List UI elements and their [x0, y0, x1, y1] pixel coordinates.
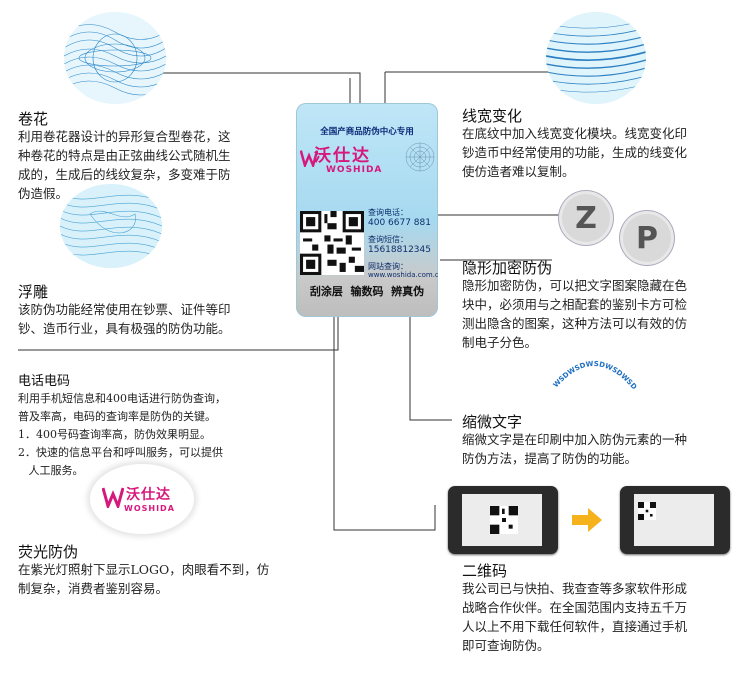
relief-pattern-circle: [60, 184, 162, 268]
woshida-logo-icon: [102, 487, 124, 508]
suowei-desc: 缩微文字是在印刷中加入防伪元素的一种 防伪方法，提高了防伪的功能。: [462, 430, 747, 468]
hidden-letter-z: Z: [562, 194, 610, 242]
label-sms-number: 15618812345: [368, 245, 431, 255]
anti-counterfeit-label: 全国产商品防伪中心专用 沃仕达 WOSHIDA 查询电话： 400 6677 8…: [296, 103, 438, 317]
dianhua-title: 电话电码: [18, 374, 71, 389]
label-header: 全国产商品防伪中心专用: [320, 127, 414, 137]
xiankuan-desc: 在底纹中加入线宽变化模块。线宽变化印 钞造币中经常使用的功能，生成的线变化 使仿…: [462, 124, 747, 181]
juanhua-desc-line: 成的，生成后的线纹复杂，多变难于防: [18, 167, 231, 182]
phone-scanning: [448, 486, 558, 554]
fudiao-title: 浮雕: [18, 283, 49, 301]
yinxing-desc: 隐形加密防伪，可以把文字图案隐藏在色 块中，必须用与之相配套的鉴别卡方可检 测出…: [462, 276, 747, 352]
label-bottom-text: 刮涂层 输数码 辨真伪: [309, 285, 425, 298]
yingguang-desc: 在紫光灯照射下显示LOGO，肉眼看不到，仿 制复杂，消费者鉴别容易。: [18, 560, 318, 598]
line-width-pattern-icon: [546, 12, 646, 104]
juanhua-desc-line: 种卷花的特点是由正弦曲线公式随机生: [18, 148, 231, 163]
fudiao-desc-line: 该防伪功能经常使用在钞票、证件等印: [18, 302, 231, 317]
xiankuan-title: 线宽变化: [462, 107, 523, 125]
svg-text:WSDWSDWSDWSDWSDWSD: WSDWSDWSDWSDWSDWSD: [548, 348, 638, 391]
hidden-letter-p: P: [623, 214, 671, 262]
yinxing-title: 隐形加密防伪: [462, 259, 553, 277]
fudiao-desc-line: 钞、造币行业，具有极强的防伪功能。: [18, 321, 231, 336]
fudiao-desc: 该防伪功能经常使用在钞票、证件等印 钞、造币行业，具有极强的防伪功能。: [18, 300, 288, 338]
label-brand-en: WOSHIDA: [326, 165, 383, 175]
guilloche-seal-icon: [405, 142, 435, 172]
logo-brand-cn: 沃仕达: [126, 487, 171, 503]
phone-screen: [462, 494, 542, 546]
qr-code-icon[interactable]: [300, 211, 364, 275]
label-web-url: www.woshida.com.cn: [368, 271, 438, 279]
rosette-pattern-circle: [64, 12, 166, 104]
label-logo-icon: [300, 150, 318, 167]
erweima-desc: 我公司已与快拍、我查查等多家软件形成 战略合作伙伴。在全国范围内支持五千万 人以…: [462, 579, 747, 655]
suowei-title: 缩微文字: [462, 413, 523, 431]
juanhua-title: 卷花: [18, 110, 49, 128]
juanhua-desc: 利用卷花器设计的异形复合型卷花，这 种卷花的特点是由正弦曲线公式随机生 成的，生…: [18, 127, 288, 203]
xiankuan-desc-line: 在底纹中加入线宽变化模块。线宽变化印: [462, 126, 688, 141]
label-sms-label: 查询短信：: [368, 235, 408, 244]
dianhua-desc-line: 2．快速的信息平台和呼叫服务，可以提供: [18, 446, 223, 459]
label-phone-label: 查询电话：: [368, 208, 408, 217]
erweima-title: 二维码: [462, 562, 508, 580]
xiankuan-desc-line: 使仿造者难以复制。: [462, 164, 575, 179]
dianhua-desc-line: 人工服务。: [18, 464, 84, 477]
logo-brand-en: WOSHIDA: [124, 504, 175, 513]
juanhua-desc-line: 利用卷花器设计的异形复合型卷花，这: [18, 129, 231, 144]
yingguang-title: 荧光防伪: [18, 543, 79, 561]
micro-text: WSDWSDWSDWSDWSDWSD: [548, 348, 638, 391]
yinxing-desc-line: 块中，必须用与之相配套的鉴别卡方可检: [462, 297, 688, 312]
erweima-desc-line: 即可查询防伪。: [462, 638, 550, 653]
fluorescent-logo-circle: 沃仕达 WOSHIDA: [90, 464, 194, 534]
xiankuan-desc-line: 钞造币中经常使用的功能，生成的线变化: [462, 145, 688, 160]
suowei-desc-line: 防伪方法，提高了防伪的功能。: [462, 451, 638, 466]
yingguang-desc-line: 制复杂，消费者鉴别容易。: [18, 581, 169, 596]
yinxing-desc-line: 测出隐含的图案，这种方法可以有效的仿: [462, 316, 688, 331]
dianhua-desc: 利用手机短信息和400电话进行防伪查询， 普及率高，电码的查询率是防伪的关键。 …: [18, 390, 298, 480]
suowei-desc-line: 缩微文字是在印刷中加入防伪元素的一种: [462, 432, 688, 447]
yinxing-desc-line: 制电子分色。: [462, 335, 538, 350]
dianhua-desc-line: 普及率高，电码的查询率是防伪的关键。: [18, 410, 216, 423]
phone-result-qr-icon: [638, 502, 656, 520]
label-web-label: 网站查询：: [368, 262, 408, 271]
yingguang-desc-line: 在紫光灯照射下显示LOGO，肉眼看不到，仿: [18, 562, 270, 577]
line-width-pattern-circle: [546, 12, 646, 104]
erweima-desc-line: 我公司已与快拍、我查查等多家软件形成: [462, 581, 688, 596]
micro-text-arc: WSDWSDWSDWSDWSDWSD: [548, 348, 638, 391]
rosette-pattern-icon: [64, 12, 166, 104]
arrow-right-icon: [572, 508, 602, 532]
juanhua-desc-line: 伪造假。: [18, 186, 69, 201]
dianhua-desc-line: 1．400号码查询率高，防伪效果明显。: [18, 428, 211, 441]
dianhua-desc-line: 利用手机短信息和400电话进行防伪查询，: [18, 392, 226, 405]
label-brand-cn: 沃仕达: [314, 146, 371, 166]
yinxing-desc-line: 隐形加密防伪，可以把文字图案隐藏在色: [462, 278, 688, 293]
phone-result-screen: [634, 494, 714, 546]
phone-result: [620, 486, 730, 554]
phone-qr-icon: [490, 506, 518, 534]
erweima-desc-line: 人以上不用下载任何软件，直接通过手机: [462, 619, 688, 634]
relief-pattern-icon: [60, 184, 162, 268]
erweima-desc-line: 战略合作伙伴。在全国范围内支持五千万: [462, 600, 688, 615]
label-phone-number: 400 6677 881: [368, 218, 431, 228]
